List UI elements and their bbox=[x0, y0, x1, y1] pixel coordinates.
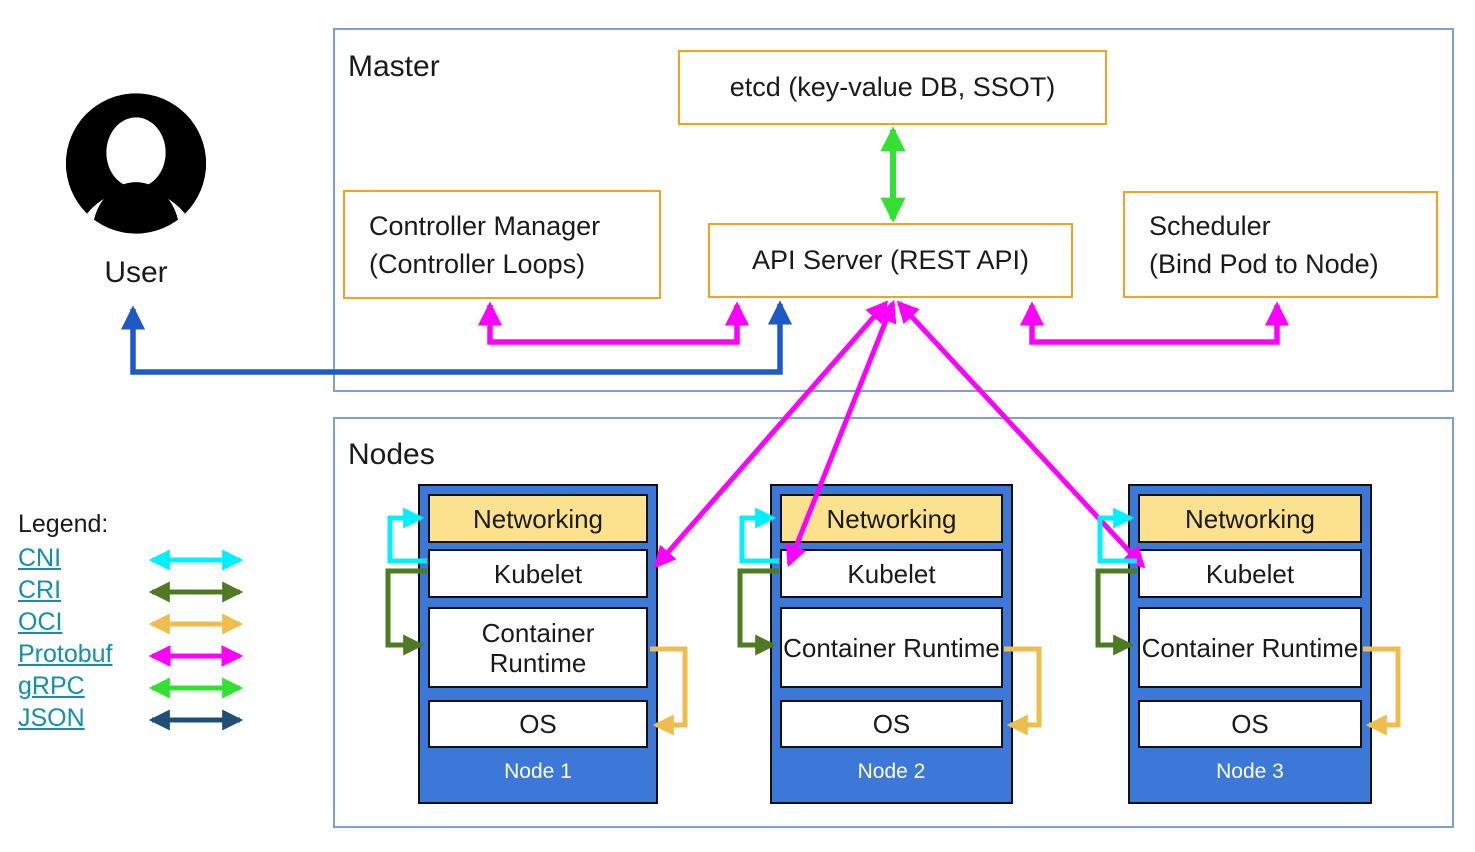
legend-link-protobuf[interactable]: Protobuf bbox=[18, 640, 113, 668]
node-2-name: Node 2 bbox=[857, 760, 926, 783]
master-title: Master bbox=[348, 50, 440, 83]
legend-link-cni[interactable]: CNI bbox=[18, 544, 62, 572]
container-runtime-layer: Container Runtime bbox=[428, 607, 648, 688]
scheduler-box: Scheduler (Bind Pod to Node) bbox=[1123, 191, 1438, 298]
container-runtime-layer: Container Runtime bbox=[1138, 607, 1362, 688]
networking-layer: Networking bbox=[780, 494, 1003, 543]
networking-layer: Networking bbox=[428, 494, 648, 543]
os-layer: OS bbox=[1138, 700, 1362, 748]
node-1-name: Node 1 bbox=[504, 760, 572, 783]
legend-link-cri[interactable]: CRI bbox=[18, 576, 62, 604]
legend-title: Legend: bbox=[18, 510, 109, 538]
kubelet-layer: Kubelet bbox=[428, 549, 648, 598]
controller-manager-box: Controller Manager (Controller Loops) bbox=[343, 190, 661, 299]
nodes-title: Nodes bbox=[348, 438, 435, 471]
node-2-box: Networking Kubelet Container Runtime OS … bbox=[770, 484, 1013, 804]
etcd-label: etcd (key-value DB, SSOT) bbox=[729, 72, 1056, 102]
user-label: User bbox=[104, 256, 168, 289]
api-server-box: API Server (REST API) bbox=[708, 223, 1073, 298]
legend-link-json[interactable]: JSON bbox=[18, 704, 85, 732]
scheduler-line1: Scheduler bbox=[1149, 211, 1271, 241]
container-runtime-layer: Container Runtime bbox=[780, 607, 1003, 688]
node-3-box: Networking Kubelet Container Runtime OS … bbox=[1128, 484, 1372, 804]
scheduler-line2: (Bind Pod to Node) bbox=[1149, 249, 1379, 279]
api-server-label: API Server (REST API) bbox=[751, 245, 1030, 275]
os-layer: OS bbox=[780, 700, 1003, 748]
kubelet-layer: Kubelet bbox=[1138, 549, 1362, 598]
user-icon bbox=[65, 93, 207, 234]
legend-link-grpc[interactable]: gRPC bbox=[18, 672, 85, 700]
os-layer: OS bbox=[428, 700, 648, 748]
controller-manager-line1: Controller Manager bbox=[369, 211, 601, 241]
node-1-box: Networking Kubelet Container Runtime OS … bbox=[418, 484, 658, 804]
controller-manager-line2: (Controller Loops) bbox=[369, 249, 586, 279]
networking-layer: Networking bbox=[1138, 494, 1362, 543]
etcd-box: etcd (key-value DB, SSOT) bbox=[678, 50, 1107, 125]
legend-link-oci[interactable]: OCI bbox=[18, 608, 63, 636]
kubelet-layer: Kubelet bbox=[780, 549, 1003, 598]
node-3-name: Node 3 bbox=[1216, 760, 1284, 783]
